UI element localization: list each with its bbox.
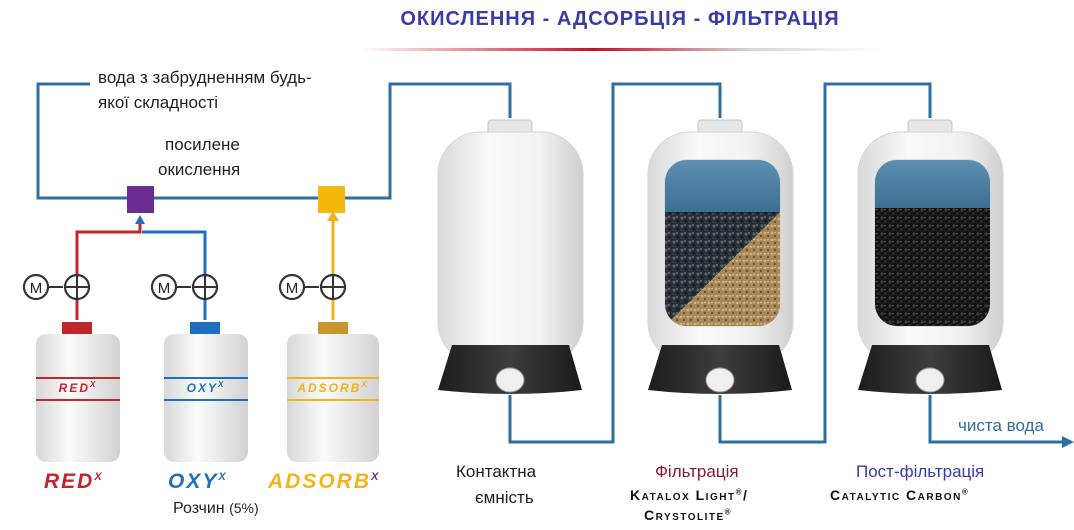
canister-label-red: REDX <box>58 380 98 395</box>
svg-text:M: M <box>286 280 299 297</box>
brand-adsorb: ADSORBX <box>268 470 381 493</box>
tank-contact-caption-line2: ємність <box>475 488 534 507</box>
tank-post-filtration-product: Catalytic Carbon® <box>830 487 970 503</box>
canister-oxy <box>164 322 248 462</box>
mixer-oxidation <box>127 186 154 213</box>
tank-port-icon <box>915 367 945 393</box>
canister-adsorb <box>287 322 379 462</box>
tank-filtration <box>647 119 794 394</box>
title-divider <box>360 48 880 51</box>
canister-label-adsorb: ADSORBX <box>297 380 369 395</box>
tank-contact-caption-line1: Контактна <box>456 462 537 481</box>
page-title: ОКИСЛЕННЯ - АДСОРБЦІЯ - ФІЛЬТРАЦІЯ <box>400 8 840 30</box>
tank-port-icon <box>705 367 735 393</box>
tank-contact <box>437 119 584 394</box>
outlet-arrow-icon <box>1062 436 1074 448</box>
mixer-adsorb <box>318 186 345 213</box>
svg-text:M: M <box>30 280 43 297</box>
tank-filtration-product2: Crystolite® <box>644 507 733 523</box>
svg-text:M: M <box>158 280 171 297</box>
tank-filtration-product1: Katalox Light®/ <box>630 487 749 503</box>
arrow-up-icon <box>327 211 339 221</box>
arrow-up-icon <box>135 215 145 224</box>
pump-station-oxy: M <box>150 273 219 301</box>
solution-label: Розчин (5%) <box>173 500 259 517</box>
oxidation-label-line1: посилене <box>165 135 240 154</box>
motor-icon <box>22 273 50 301</box>
oxidation-label-line2: окислення <box>158 160 241 179</box>
tank-post-filtration <box>857 119 1004 394</box>
pump-station-red: M <box>22 273 91 301</box>
dosing-lines <box>75 214 335 320</box>
tank-filtration-title: Фільтрація <box>655 462 739 481</box>
motor-icon <box>150 273 178 301</box>
inlet-label-line2: якої складності <box>98 93 219 112</box>
inlet-label-line1: вода з забрудненням будь- <box>98 68 312 87</box>
canister-red <box>36 322 120 462</box>
tank-port-icon <box>495 367 525 393</box>
tank-post-filtration-title: Пост-фільтрація <box>856 462 985 481</box>
brand-red: REDX <box>44 470 104 493</box>
main-pipe <box>36 82 1066 444</box>
canister-label-oxy: OXYX <box>186 380 226 395</box>
motor-icon <box>278 273 306 301</box>
brand-oxy: OXYX <box>168 470 228 493</box>
pump-station-adsorb: M <box>278 273 347 301</box>
clean-water-label: чиста вода <box>958 416 1044 435</box>
